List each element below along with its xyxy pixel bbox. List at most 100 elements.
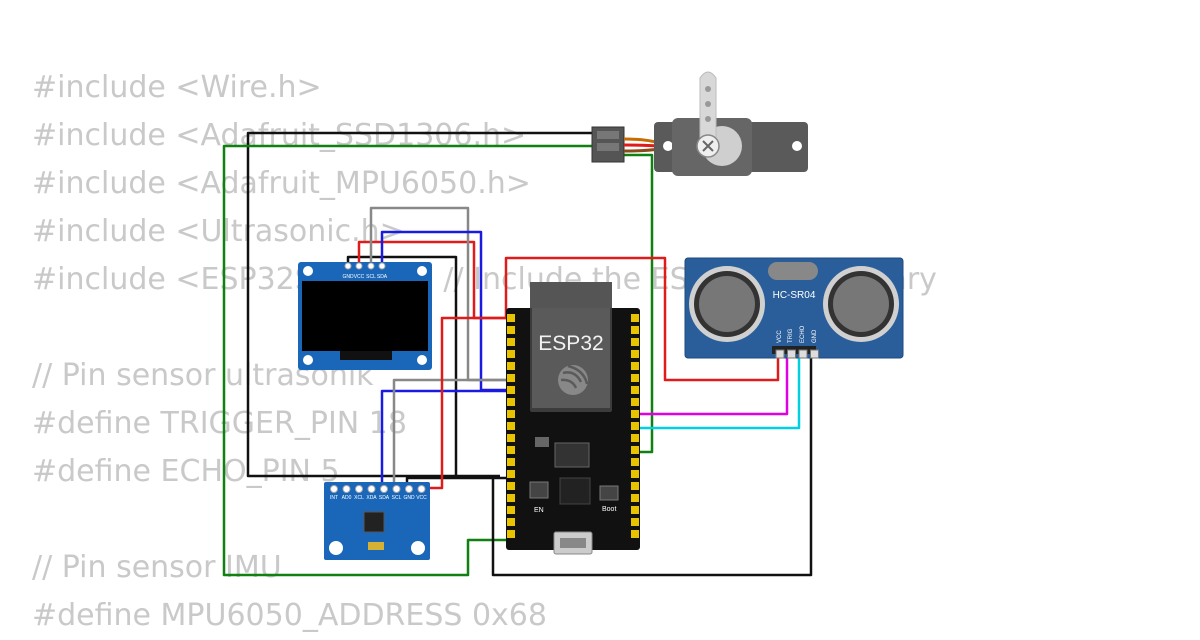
ultrasonic-label: HC-SR04 (773, 290, 816, 301)
mpu6050-sensor[interactable] (324, 482, 430, 560)
mpu6050-pin[interactable] (355, 485, 363, 493)
mpu6050-pin-label: XCL (354, 495, 364, 501)
ultrasonic-pin[interactable] (798, 349, 808, 359)
esp32-pin-right[interactable] (631, 326, 639, 334)
esp32-pin-headers (507, 314, 639, 538)
esp32-pin-left[interactable] (507, 314, 515, 322)
esp32-pin-right[interactable] (631, 446, 639, 454)
esp32-pin-right[interactable] (631, 410, 639, 418)
ultrasonic-pin-label: VCC (777, 330, 783, 343)
oled-pin[interactable] (344, 262, 352, 270)
ultrasonic-pin-labels: VCC TRIG ECHO GND (777, 325, 818, 343)
servo-motor[interactable] (591, 71, 808, 176)
esp32-pin-right[interactable] (631, 374, 639, 382)
mpu6050-pin[interactable] (405, 485, 413, 493)
oled-pin[interactable] (378, 262, 386, 270)
ultrasonic-pin-headers (775, 349, 819, 359)
esp32-pin-left[interactable] (507, 518, 515, 526)
esp32-pin-right[interactable] (631, 458, 639, 466)
esp32-pin-left[interactable] (507, 434, 515, 442)
servo-mount-hole (792, 141, 802, 151)
ultrasonic-crystal (768, 262, 818, 280)
servo-connector-slot (597, 131, 619, 139)
oled-pin-label: VCC (354, 274, 365, 280)
esp32-pin-left[interactable] (507, 398, 515, 406)
wire-servo-gnd[interactable] (246, 131, 595, 478)
mpu-mount-hole (329, 541, 343, 555)
oled-pin[interactable] (367, 262, 375, 270)
oled-mount-hole (303, 355, 313, 365)
esp32-pin-left[interactable] (507, 422, 515, 430)
mpu6050-pin[interactable] (392, 485, 401, 493)
mpu6050-pin-label: SCL (392, 495, 402, 501)
esp32-pin-left[interactable] (507, 482, 515, 490)
wire-oled-gnd[interactable] (346, 255, 458, 476)
esp32-pin-right[interactable] (631, 398, 639, 406)
esp32-pin-right[interactable] (631, 518, 639, 526)
mpu6050-pin[interactable] (367, 485, 376, 493)
esp32-pin-left[interactable] (507, 386, 515, 394)
esp32-pin-right[interactable] (631, 470, 639, 478)
wire-mpu-sda[interactable] (380, 389, 512, 488)
esp32-pin-right[interactable] (631, 482, 639, 490)
wire-ultrasonic-gnd[interactable] (491, 350, 813, 577)
esp32-pin-right[interactable] (631, 434, 639, 442)
wire-mpu-scl[interactable] (392, 378, 512, 488)
esp32-pin-left[interactable] (507, 326, 515, 334)
esp32-pin-left[interactable] (507, 374, 515, 382)
wire-ultrasonic-echo[interactable] (632, 350, 801, 430)
mpu6050-pin-label: AD0 (342, 495, 352, 501)
mpu6050-pin[interactable] (380, 485, 388, 493)
mpu6050-pin[interactable] (330, 485, 338, 493)
boot-button[interactable] (599, 485, 619, 501)
mpu6050-pin[interactable] (417, 485, 426, 493)
ultrasonic-mesh (833, 276, 889, 332)
esp32-pin-right[interactable] (631, 350, 639, 358)
ultrasonic-pin[interactable] (787, 349, 796, 359)
oled-mount-hole (417, 266, 427, 276)
mpu6050-pin-label: SDA (379, 495, 390, 501)
usb-port-slot (560, 538, 586, 548)
esp32-pin-left[interactable] (507, 446, 515, 454)
oled-mount-hole (417, 355, 427, 365)
oled-pin[interactable] (355, 262, 363, 270)
servo-screw-icon (702, 140, 714, 152)
esp32-pin-left[interactable] (507, 506, 515, 514)
wire-ultrasonic-trig[interactable] (632, 350, 789, 416)
ultrasonic-pin[interactable] (775, 349, 785, 359)
esp32-board[interactable]: ESP32 EN Boot (506, 282, 640, 555)
code-line: #include <Wire.h> (32, 70, 322, 105)
servo-horn-hole (705, 101, 711, 107)
esp32-pin-right[interactable] (631, 422, 639, 430)
esp32-pin-right[interactable] (631, 314, 639, 322)
servo-connector-slot (597, 143, 619, 151)
mpu6050-pin-label: XDA (366, 495, 377, 501)
esp32-label: ESP32 (538, 332, 603, 355)
esp32-pin-left[interactable] (507, 350, 515, 358)
en-button[interactable] (529, 481, 549, 499)
esp32-pin-left[interactable] (507, 338, 515, 346)
esp32-pin-left[interactable] (507, 530, 515, 538)
wire-mpu-vcc[interactable] (420, 316, 512, 490)
ultrasonic-pin-label: TRIG (788, 328, 794, 343)
ultrasonic-pin[interactable] (810, 349, 819, 359)
en-button-label: EN (534, 507, 544, 514)
oled-ribbon (340, 351, 392, 360)
wire-servo-signal[interactable] (222, 144, 595, 577)
mpu6050-pin[interactable] (342, 485, 351, 493)
esp32-pin-right[interactable] (631, 338, 639, 346)
esp32-pin-left[interactable] (507, 494, 515, 502)
esp32-pin-left[interactable] (507, 362, 515, 370)
esp32-pin-left[interactable] (507, 470, 515, 478)
esp32-pin-right[interactable] (631, 362, 639, 370)
code-line: #include <Adafruit_MPU6050.h> (32, 166, 531, 201)
esp32-pin-left[interactable] (507, 410, 515, 418)
esp32-pin-right[interactable] (631, 506, 639, 514)
esp32-pin-left[interactable] (507, 458, 515, 466)
esp32-pin-right[interactable] (631, 494, 639, 502)
oled-display[interactable]: GND VCC SCL SDA (298, 262, 432, 370)
ultrasonic-sensor[interactable]: HC-SR04 VCC TRIG ECHO GND (684, 257, 904, 359)
esp32-pin-right[interactable] (631, 530, 639, 538)
esp32-pin-right[interactable] (631, 386, 639, 394)
